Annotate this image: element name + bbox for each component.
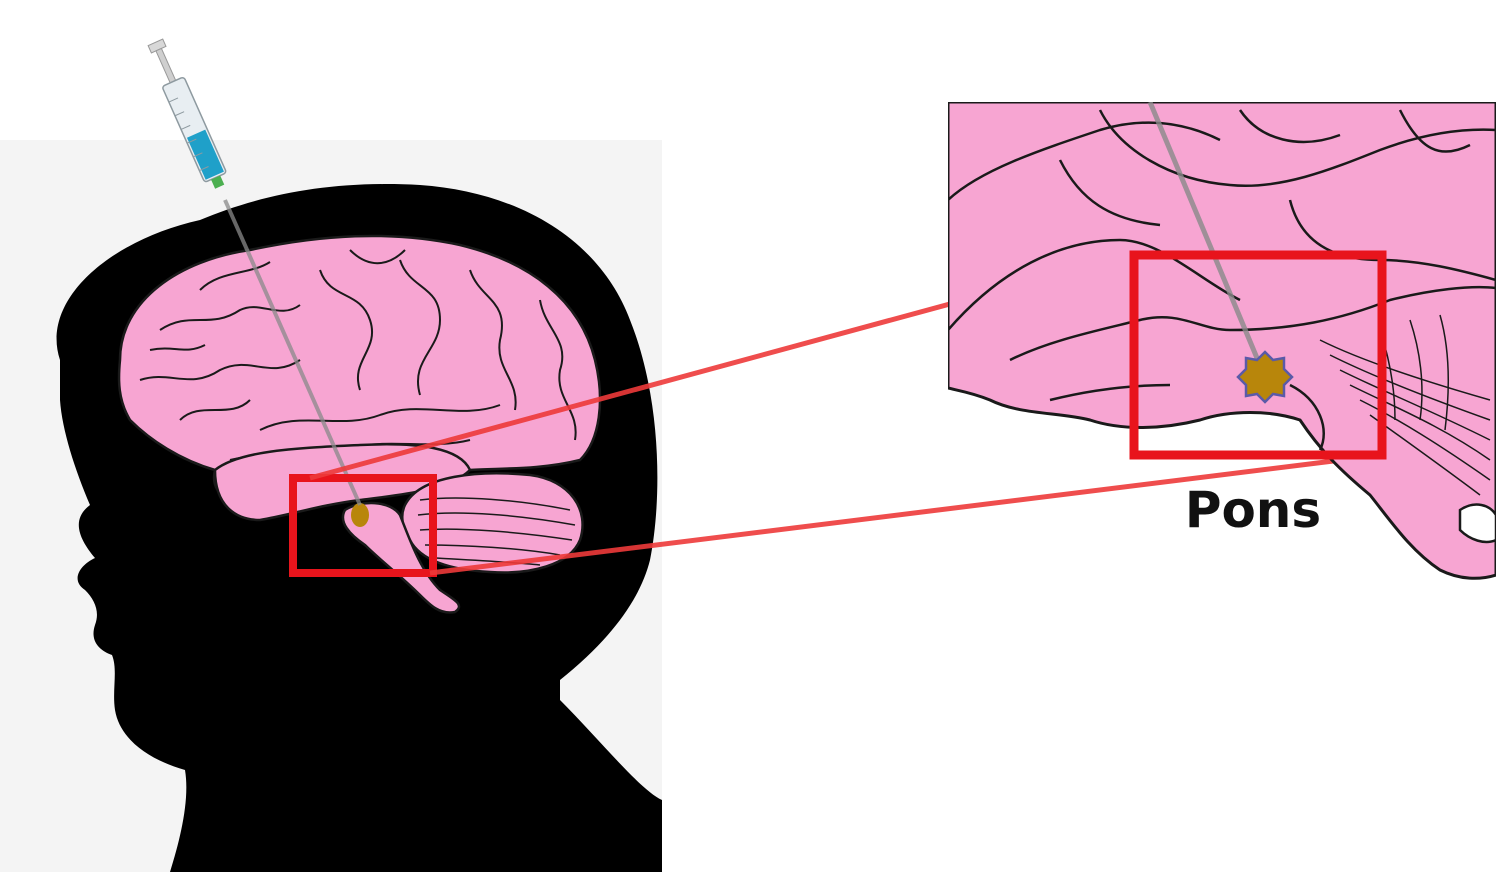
region-label: Pons	[1185, 481, 1321, 539]
tumor-marker	[351, 503, 369, 527]
tumor-marker-zoomed	[1238, 352, 1292, 402]
